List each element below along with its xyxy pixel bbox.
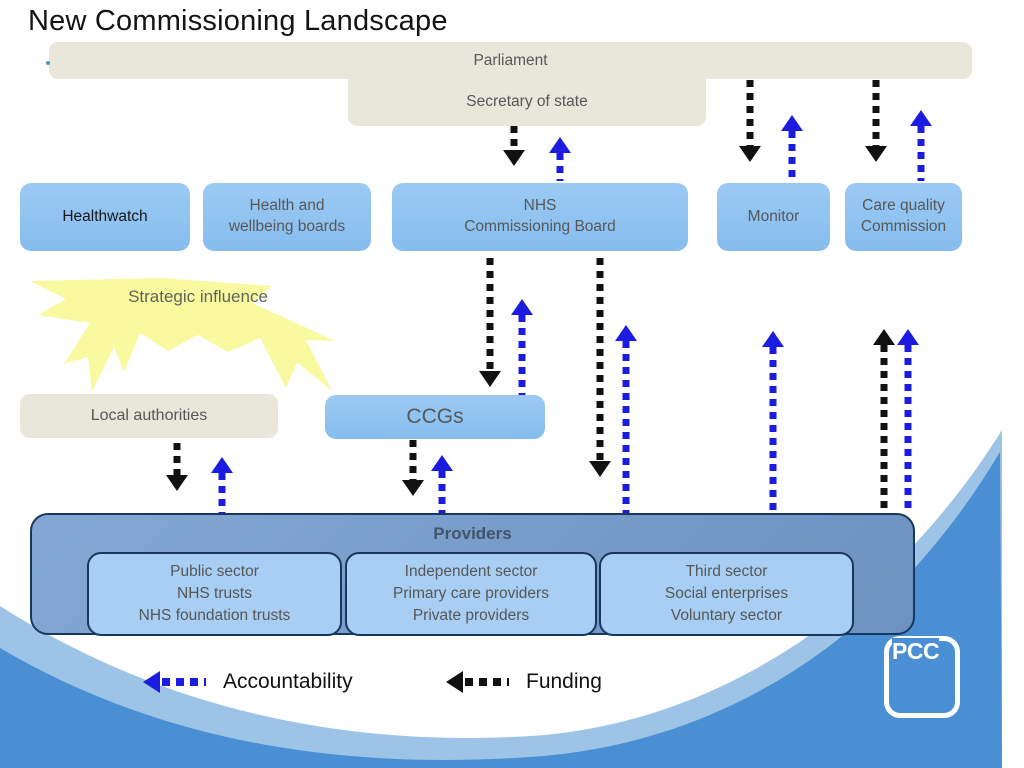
pcc-logo-text: PCC bbox=[892, 638, 940, 665]
funding-arrow-ncb-providers bbox=[589, 258, 611, 477]
accountability-arrow-monitor-parliament bbox=[781, 115, 803, 181]
legend-accountability-label: Accountability bbox=[223, 670, 353, 693]
accountability-arrow-ccgs-ncb bbox=[511, 299, 533, 395]
health-wellbeing-boards-box: Health and wellbeing boards bbox=[203, 183, 371, 251]
public-sector-box: Public sector NHS trusts NHS foundation … bbox=[87, 552, 342, 636]
accountability-arrow-cqc-parliament bbox=[910, 110, 932, 181]
local-authorities-box: Local authorities bbox=[20, 394, 278, 438]
parliament-label: Parliament bbox=[473, 51, 548, 69]
funding-arrow-ncb-ccgs bbox=[479, 258, 501, 387]
providers-title: Providers bbox=[433, 524, 512, 543]
funding-arrow-parliament-cqc bbox=[865, 80, 887, 162]
funding-arrow-parliament-monitor bbox=[739, 80, 761, 162]
bullet-dot bbox=[46, 61, 50, 65]
accountability-arrow-providers-ncb bbox=[615, 325, 637, 513]
legend-accountability: Accountability bbox=[140, 670, 353, 694]
funding-arrow-ccgs-providers bbox=[402, 440, 424, 496]
funding-arrow-sos-ncb bbox=[503, 126, 525, 166]
accountability-arrow-providers-localauth bbox=[211, 457, 233, 513]
ccgs-box: CCGs bbox=[325, 395, 545, 439]
healthwatch-box: Healthwatch bbox=[20, 183, 190, 251]
accountability-arrow-icon bbox=[143, 671, 206, 693]
burst-shape bbox=[30, 278, 335, 392]
funding-arrow-providers-cqc bbox=[873, 329, 895, 513]
strategic-influence-label: Strategic influence bbox=[128, 287, 268, 306]
providers-container: Providers Public sector NHS trusts NHS f… bbox=[30, 513, 915, 636]
accountability-arrow-providers-cqc bbox=[897, 329, 919, 513]
page-title: New Commissioning Landscape bbox=[28, 5, 448, 37]
accountability-arrow-providers-monitor bbox=[762, 331, 784, 513]
secretary-of-state-label: Secretary of state bbox=[466, 93, 588, 110]
accountability-arrow-ncb-sos bbox=[549, 137, 571, 181]
care-quality-commission-box: Care quality Commission bbox=[845, 183, 962, 251]
funding-arrow-localauth-providers bbox=[166, 443, 188, 491]
strategic-influence-burst bbox=[30, 278, 335, 392]
legend-funding-label: Funding bbox=[526, 670, 602, 693]
legend-funding: Funding bbox=[443, 670, 602, 694]
funding-arrow-icon bbox=[446, 671, 509, 693]
parliament-bar: Parliament bbox=[49, 42, 972, 79]
independent-sector-box: Independent sector Primary care provider… bbox=[345, 552, 597, 636]
accountability-arrow-providers-ccgs bbox=[431, 455, 453, 513]
pcc-logo: PCC bbox=[884, 636, 960, 718]
nhs-commissioning-board-box: NHS Commissioning Board bbox=[392, 183, 688, 251]
third-sector-box: Third sector Social enterprises Voluntar… bbox=[599, 552, 854, 636]
swoosh-light-band bbox=[0, 430, 1002, 768]
swoosh-dark-wave bbox=[0, 452, 1002, 768]
monitor-box: Monitor bbox=[717, 183, 830, 251]
